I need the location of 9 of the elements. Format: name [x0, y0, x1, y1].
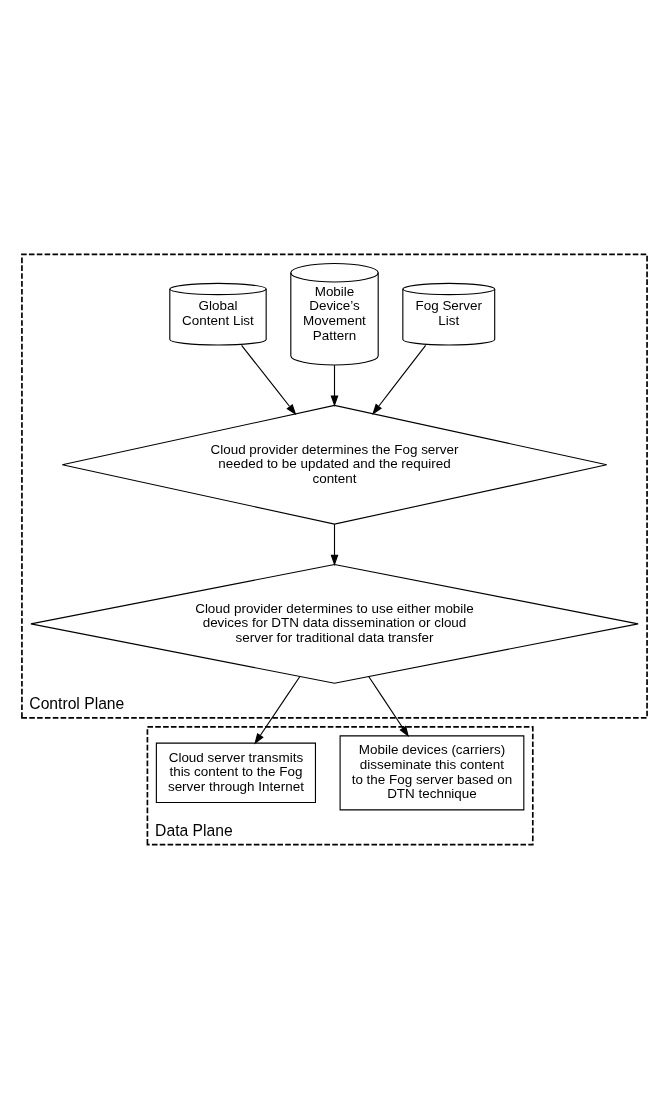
- arrow: [372, 344, 427, 415]
- arrow: [330, 364, 339, 407]
- arrow: [330, 523, 339, 566]
- node-box: Mobile devices (carriers) disseminate this content to the Fog server based on DTN technique: [339, 735, 525, 811]
- arrow: [241, 344, 297, 416]
- node-diamond: Cloud provider determines to use either mobile devices for DTN data dissemination or cloud server for traditional data transfer: [30, 563, 639, 684]
- node-box: Cloud server transmits this content to the Fog server through Internet: [155, 742, 316, 804]
- arrow: [368, 676, 409, 738]
- arrow: [254, 676, 301, 745]
